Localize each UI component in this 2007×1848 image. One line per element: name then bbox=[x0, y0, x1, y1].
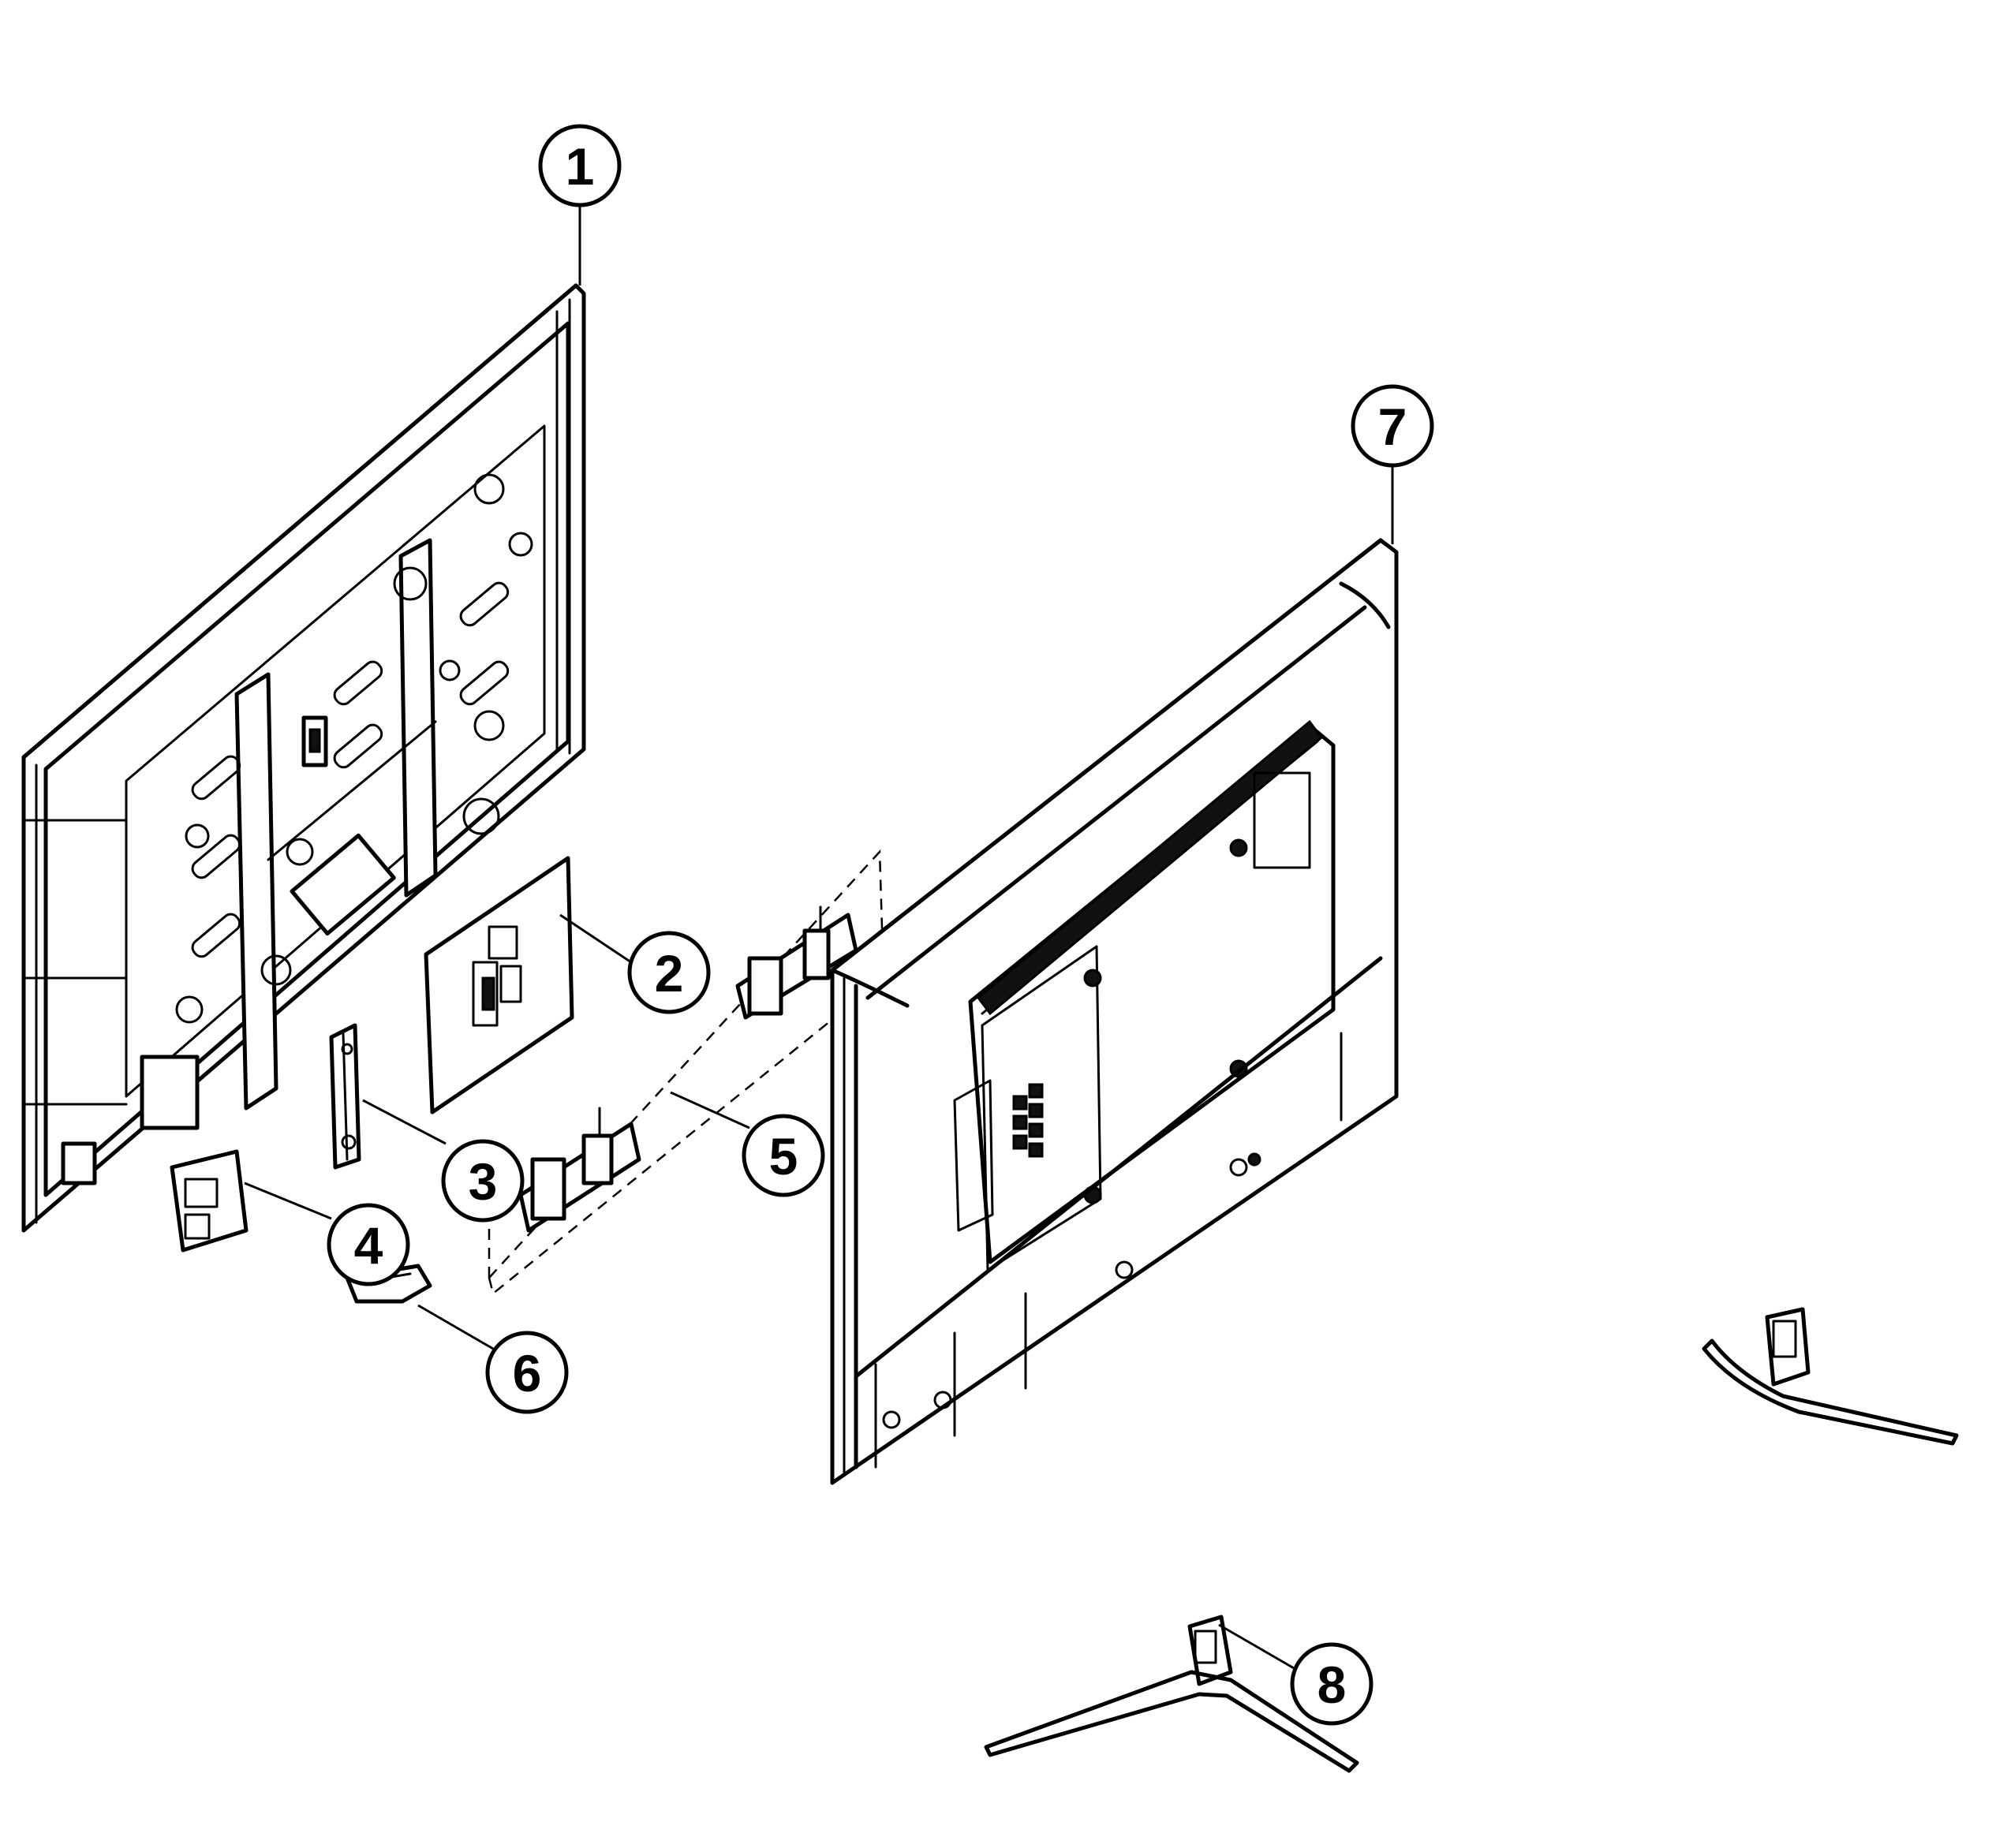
part-8-stand-center bbox=[984, 1615, 1359, 1773]
jack-panel bbox=[1012, 1083, 1044, 1158]
callout-8: 8 bbox=[1290, 1642, 1374, 1726]
vent-slots bbox=[191, 581, 510, 958]
callout-1: 1 bbox=[538, 124, 622, 207]
callout-5-label: 5 bbox=[769, 1127, 798, 1185]
mounting-holes bbox=[175, 473, 533, 1024]
callout-1-label: 1 bbox=[566, 137, 595, 196]
callout-7-label: 7 bbox=[1378, 398, 1407, 456]
callout-6: 6 bbox=[485, 1331, 569, 1414]
callout-4-label: 4 bbox=[354, 1216, 383, 1275]
callout-6-label: 6 bbox=[513, 1344, 542, 1402]
callout-4: 4 bbox=[327, 1203, 410, 1286]
callout-3-label: 3 bbox=[469, 1152, 498, 1211]
part-8-stand-right bbox=[1702, 1307, 1959, 1446]
callout-7: 7 bbox=[1351, 384, 1434, 468]
callout-5: 5 bbox=[742, 1114, 825, 1197]
part-2-main-board bbox=[424, 856, 574, 1114]
callout-3: 3 bbox=[441, 1139, 525, 1223]
part-4-ir-bracket bbox=[170, 1149, 249, 1253]
part-7-rear-cover bbox=[830, 538, 1399, 1485]
part-1-panel-chassis bbox=[21, 283, 586, 1233]
callout-2-label: 2 bbox=[655, 944, 684, 1002]
callout-8-label: 8 bbox=[1317, 1656, 1347, 1714]
callout-2: 2 bbox=[627, 931, 711, 1014]
part-5-key-boards bbox=[488, 849, 885, 1296]
part-3-bracket bbox=[329, 1023, 361, 1170]
leader-lines bbox=[244, 189, 1394, 1670]
